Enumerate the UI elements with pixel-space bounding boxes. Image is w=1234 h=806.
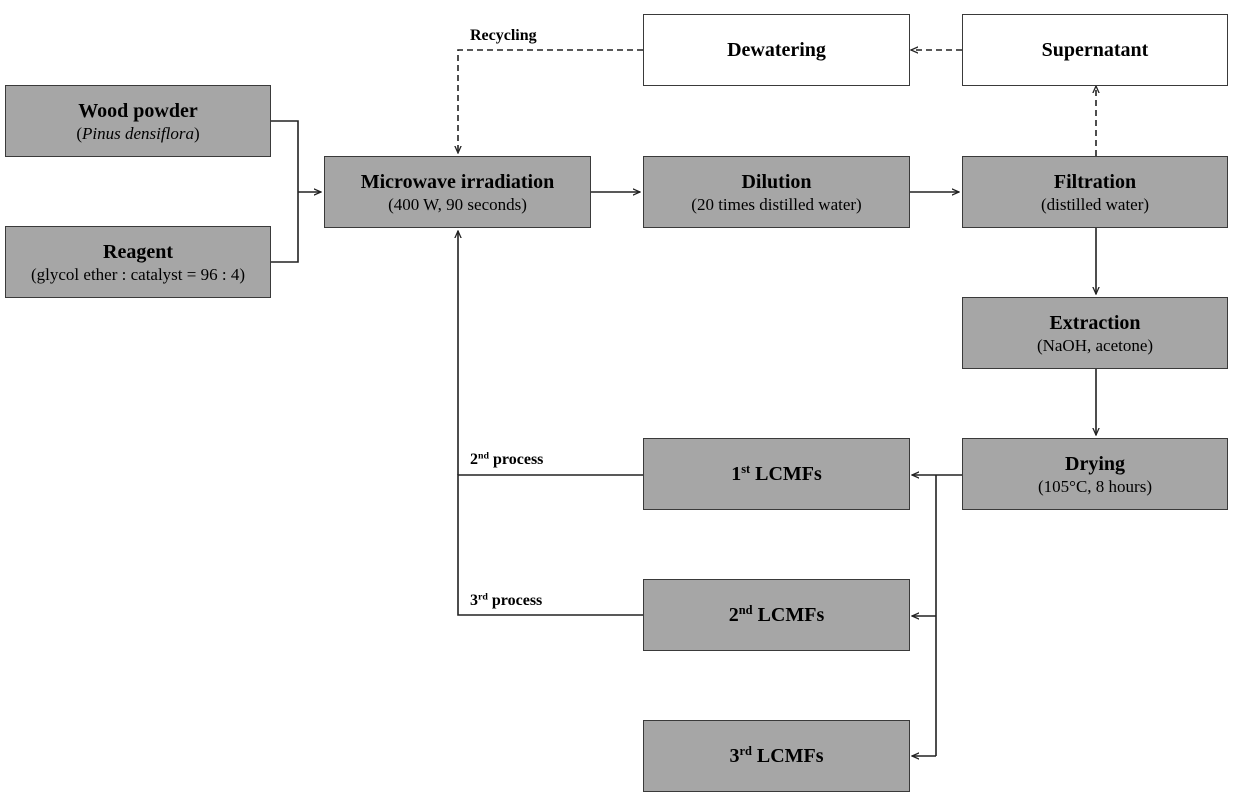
drying-box: Drying (105°C, 8 hours) <box>962 438 1228 510</box>
dewatering-box: Dewatering <box>643 14 910 86</box>
reagent-box: Reagent (glycol ether : catalyst = 96 : … <box>5 226 271 298</box>
dilution-box: Dilution (20 times distilled water) <box>643 156 910 228</box>
dilution-subtitle: (20 times distilled water) <box>691 194 862 214</box>
lcmf-1st-title: 1st LCMFs <box>731 462 822 485</box>
process-return-line <box>457 474 643 616</box>
extraction-title: Extraction <box>1049 311 1141 334</box>
wood-powder-species: (Pinus densiflora) <box>76 123 200 143</box>
extraction-box: Extraction (NaOH, acetone) <box>962 297 1228 369</box>
lcmf-3rd-title: 3rd LCMFs <box>729 744 824 767</box>
lcmf-1st-box: 1st LCMFs <box>643 438 910 510</box>
wood-powder-box: Wood powder (Pinus densiflora) <box>5 85 271 157</box>
supernatant-box: Supernatant <box>962 14 1228 86</box>
wood-powder-title: Wood powder <box>78 99 198 122</box>
supernatant-title: Supernatant <box>1041 39 1149 61</box>
recycling-label: Recycling <box>470 27 537 44</box>
reagent-subtitle: (glycol ether : catalyst = 96 : 4) <box>31 264 245 284</box>
lcmf-2nd-box: 2nd LCMFs <box>643 579 910 651</box>
filtration-box: Filtration (distilled water) <box>962 156 1228 228</box>
microwave-subtitle: (400 W, 90 seconds) <box>388 194 527 214</box>
process-3rd-label: 3rd process <box>470 591 543 609</box>
microwave-title: Microwave irradiation <box>360 170 555 193</box>
process-2nd-label: 2nd process <box>470 450 544 468</box>
dewatering-title: Dewatering <box>727 39 826 61</box>
dilution-title: Dilution <box>741 170 812 193</box>
drying-title: Drying <box>1065 452 1125 475</box>
reagent-connector <box>270 192 299 263</box>
wood-connector <box>270 120 299 192</box>
extraction-subtitle: (NaOH, acetone) <box>1036 335 1154 355</box>
reagent-title: Reagent <box>103 240 173 263</box>
arrow-recycling-to-microwave <box>458 49 643 153</box>
filtration-title: Filtration <box>1053 170 1137 193</box>
drying-subtitle: (105°C, 8 hours) <box>1038 476 1152 496</box>
lcmf-2nd-title: 2nd LCMFs <box>728 603 825 626</box>
lcmf-3rd-box: 3rd LCMFs <box>643 720 910 792</box>
microwave-irradiation-box: Microwave irradiation (400 W, 90 seconds… <box>324 156 591 228</box>
filtration-subtitle: (distilled water) <box>1040 194 1150 214</box>
